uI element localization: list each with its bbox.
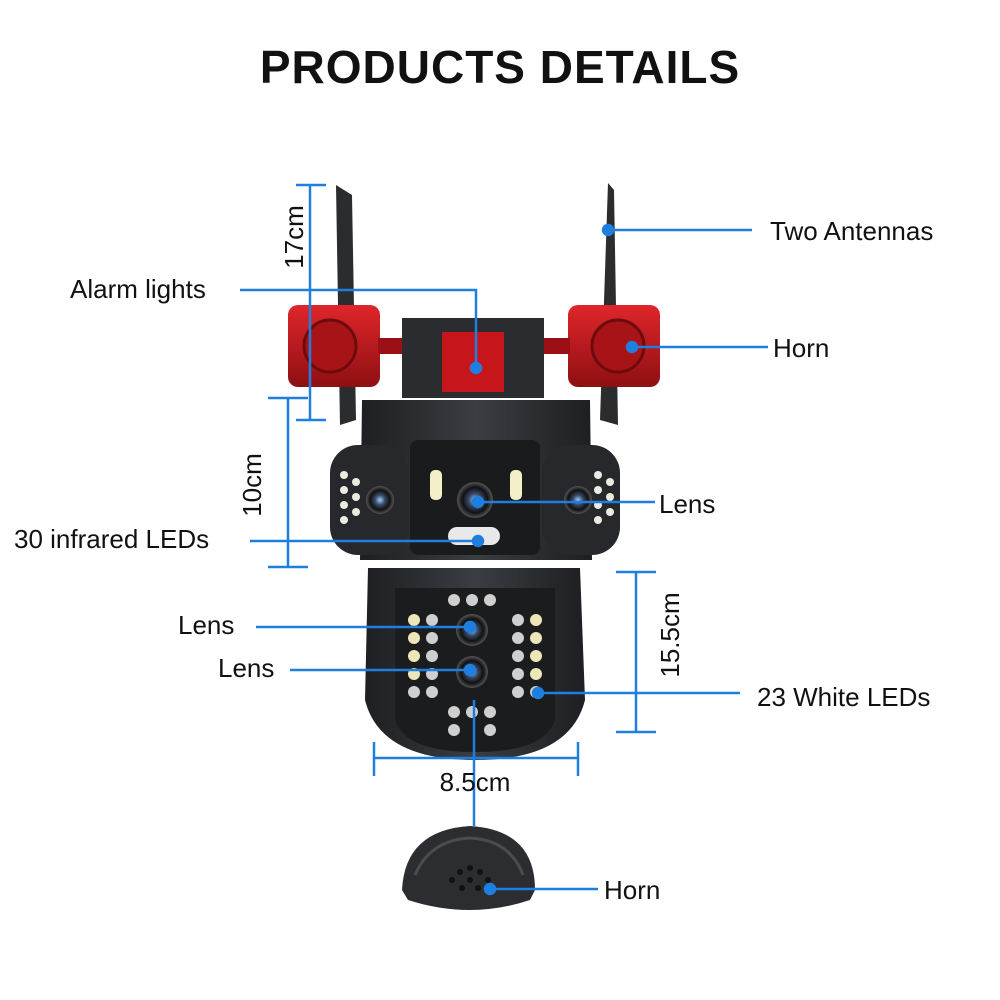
dimension-lower-body-height: 15.5cm [655,592,685,678]
white-led-grid [408,594,542,736]
label-horn-top: Horn [773,333,830,363]
bottom-horn-dome [402,826,535,910]
label-white-leds: 23 White LEDs [757,682,931,712]
dimension-lines [268,183,656,776]
antenna-right [600,183,618,425]
label-infrared-leds: 30 infrared LEDs [14,524,210,554]
dimension-antenna-height: 17cm [279,205,309,269]
page-title: PRODUCTS DETAILS [259,41,741,93]
label-lens-lower-1: Lens [178,610,235,640]
label-lens-lower-2: Lens [218,653,275,683]
dimension-upper-body-height: 10cm [237,453,267,517]
label-horn-bottom: Horn [604,875,661,905]
horn-left [288,305,408,387]
label-two-antennas: Two Antennas [770,216,934,246]
dimension-body-width: 8.5cm [439,767,511,797]
label-alarm-lights: Alarm lights [70,274,206,304]
horn-right [540,305,660,387]
label-lens-upper: Lens [659,489,716,519]
alarm-light-mount [402,318,544,398]
